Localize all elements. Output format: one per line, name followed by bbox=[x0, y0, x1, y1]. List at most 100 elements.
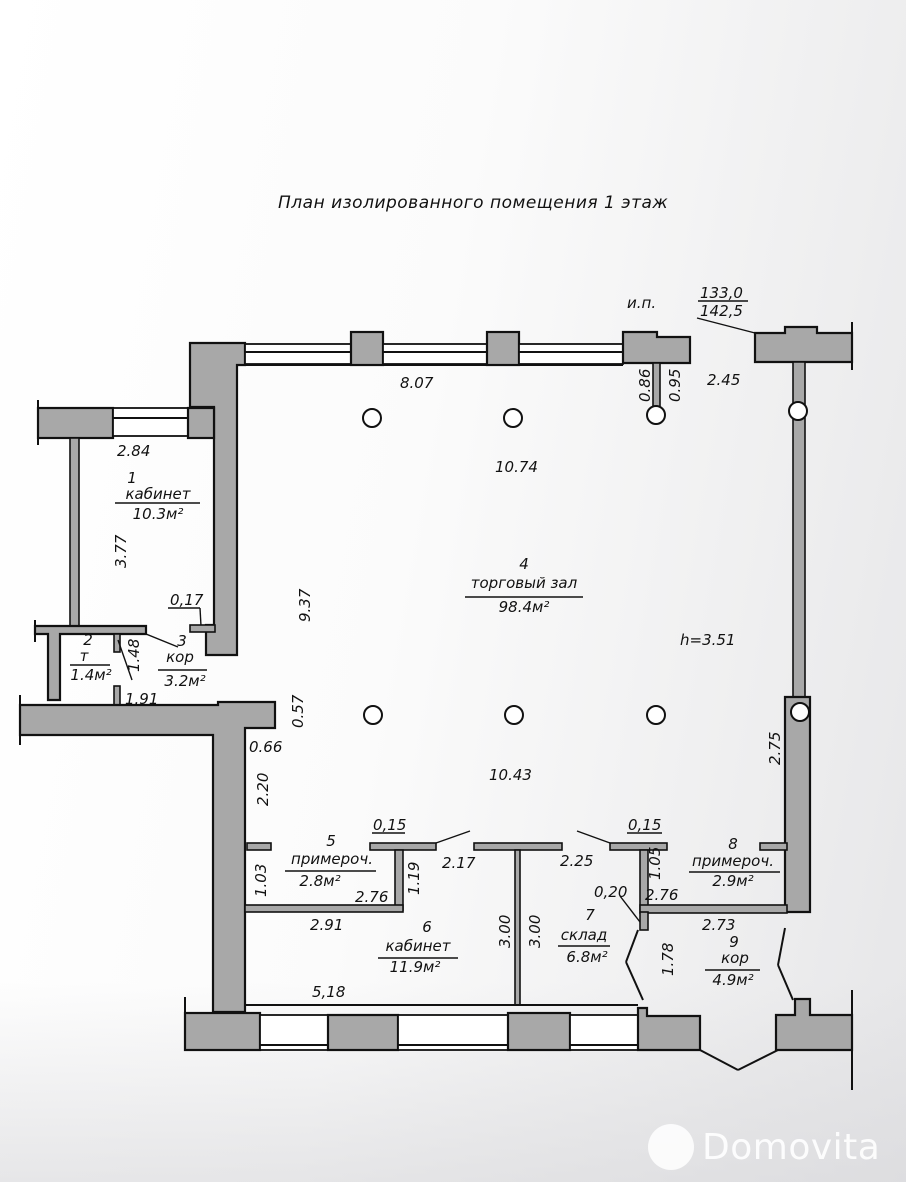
room-name: торговый зал bbox=[471, 574, 578, 592]
dim-label: 0.57 bbox=[289, 694, 307, 728]
wall-pier-southeast-2 bbox=[774, 997, 854, 1052]
dim-label: 5,18 bbox=[312, 983, 345, 1001]
dim-label: 1.48 bbox=[125, 639, 143, 672]
partition bbox=[652, 362, 661, 409]
wall-pier bbox=[485, 330, 521, 367]
dim-label: 2.76 bbox=[645, 886, 678, 904]
dim-label: 3.00 bbox=[526, 915, 544, 948]
room-name: склад bbox=[561, 926, 607, 944]
column-icon bbox=[363, 705, 383, 725]
room-number: 1 bbox=[127, 469, 137, 487]
partition bbox=[639, 911, 649, 931]
partition bbox=[639, 904, 788, 914]
wall-east bbox=[783, 695, 812, 914]
room-name: кабинет bbox=[125, 485, 191, 503]
dim-label: 1.05 bbox=[646, 847, 664, 880]
dim-label: 3.77 bbox=[112, 534, 130, 568]
room-area: 2.8м² bbox=[299, 872, 340, 890]
dim-label: 2.45 bbox=[707, 371, 740, 389]
partition bbox=[113, 685, 121, 707]
room-number: 4 bbox=[519, 555, 529, 573]
wall-pier bbox=[349, 330, 385, 367]
column-icon bbox=[646, 705, 666, 725]
column-icon bbox=[503, 408, 523, 428]
dim-label: 10.74 bbox=[495, 458, 538, 476]
room-number: 2 bbox=[83, 631, 93, 649]
room-number: 3 bbox=[177, 632, 187, 650]
room-number: 8 bbox=[728, 835, 738, 853]
window bbox=[112, 407, 189, 437]
partition bbox=[113, 633, 121, 653]
room-area: 98.4м² bbox=[499, 598, 550, 616]
wall-office1-north bbox=[36, 406, 115, 440]
room-area: 10.3м² bbox=[133, 505, 184, 523]
partition bbox=[514, 849, 521, 1006]
room-area: 4.9м² bbox=[712, 971, 753, 989]
column-icon bbox=[788, 401, 808, 421]
wall-pier-southeast bbox=[636, 1006, 702, 1052]
dim-label: 0.95 bbox=[666, 369, 684, 402]
room-name: т bbox=[80, 647, 90, 665]
wall-pier bbox=[506, 1011, 572, 1052]
column-icon bbox=[790, 702, 810, 722]
wall-left-wing-south bbox=[18, 700, 277, 1014]
dim-label: 1.91 bbox=[125, 690, 158, 708]
room-number: 7 bbox=[585, 906, 595, 924]
room-number: 5 bbox=[326, 832, 336, 850]
window bbox=[244, 343, 352, 365]
room-area: 2.9м² bbox=[712, 872, 753, 890]
room-name: примероч. bbox=[692, 852, 774, 870]
wall-wc-corridor-top bbox=[33, 624, 148, 702]
wall-pier bbox=[186, 406, 216, 440]
dim-label: 2.84 bbox=[117, 442, 150, 460]
room-name: примероч. bbox=[291, 850, 373, 868]
dim-label: 0.86 bbox=[636, 369, 654, 402]
partition bbox=[394, 849, 404, 911]
partition bbox=[473, 842, 563, 851]
dim-label: 10.43 bbox=[489, 766, 532, 784]
window bbox=[382, 343, 488, 365]
partition bbox=[189, 624, 216, 633]
room-number: 9 bbox=[729, 933, 739, 951]
room-area: 11.9м² bbox=[390, 958, 441, 976]
dim-label: 3.00 bbox=[496, 915, 514, 948]
room-name: кор bbox=[721, 949, 749, 967]
dim-label: 0.66 bbox=[249, 738, 282, 756]
dim-label: 1.78 bbox=[659, 943, 677, 976]
label-area-total: 133,0 bbox=[700, 284, 743, 302]
watermark: Domovita bbox=[648, 1124, 880, 1170]
dim-label: 9.37 bbox=[296, 588, 314, 622]
wall-office1-west bbox=[69, 437, 80, 629]
plan-title: План изолированного помещения 1 этаж bbox=[278, 193, 668, 213]
room-name: кабинет bbox=[385, 937, 451, 955]
column-icon bbox=[504, 705, 524, 725]
dim-label: 0,17 bbox=[170, 591, 204, 609]
partition bbox=[759, 842, 788, 851]
dim-label: 1.19 bbox=[405, 862, 423, 895]
room-area: 6.8м² bbox=[566, 948, 607, 966]
dim-label: 0,20 bbox=[594, 883, 627, 901]
column-icon bbox=[646, 405, 666, 425]
room-area: 3.2м² bbox=[164, 672, 205, 690]
watermark-logo-icon bbox=[648, 1124, 694, 1170]
wall-pier-entrance bbox=[621, 330, 692, 365]
dim-label: 1.03 bbox=[252, 864, 270, 897]
wall-pier bbox=[183, 1011, 262, 1052]
label-ip: и.п. bbox=[627, 294, 656, 312]
label-area-total-bottom: 142,5 bbox=[700, 302, 743, 320]
wall-pier bbox=[326, 1013, 400, 1052]
dim-label: 2.17 bbox=[442, 854, 476, 872]
dim-label: 8.07 bbox=[400, 374, 434, 392]
column-icon bbox=[362, 408, 382, 428]
dim-label: 2.75 bbox=[766, 732, 784, 765]
room-number: 6 bbox=[422, 918, 432, 936]
watermark-text: Domovita bbox=[702, 1126, 881, 1168]
label-ceiling-height: h=3.51 bbox=[680, 631, 735, 649]
room-name: кор bbox=[166, 648, 194, 666]
wall-pier-northeast bbox=[753, 325, 854, 364]
dim-label: 2.73 bbox=[702, 916, 735, 934]
dim-label: 0,15 bbox=[373, 816, 406, 834]
dim-label: 2.91 bbox=[310, 916, 343, 934]
partition bbox=[609, 842, 668, 851]
